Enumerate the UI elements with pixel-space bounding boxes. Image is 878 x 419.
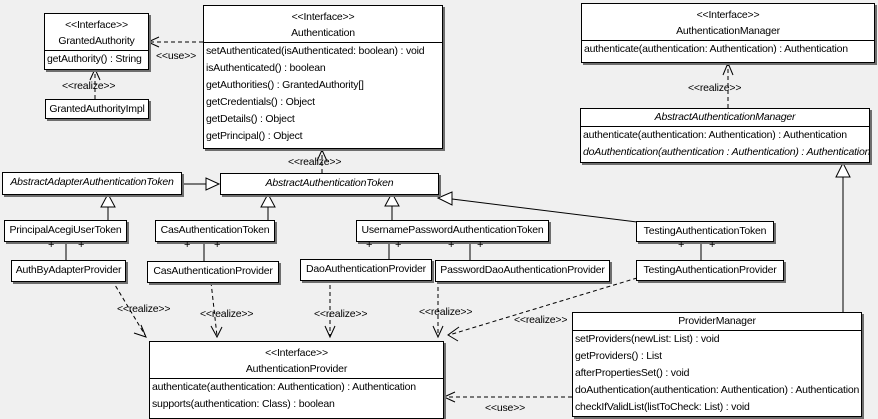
class-method: getPrincipal() : Object	[206, 130, 303, 142]
class-granted-authority-impl: GrantedAuthorityImpl	[45, 99, 149, 119]
arrowhead-use-authenticationprovider	[442, 391, 456, 403]
class-method: doAuthentication(authentication : Authen…	[583, 146, 869, 158]
class-name: AuthByAdapterProvider	[15, 264, 122, 276]
class-name: AbstractAuthenticationToken	[265, 177, 394, 189]
class-method: isAuthenticated() : boolean	[206, 62, 326, 74]
class-name: AuthenticationProvider	[245, 363, 348, 375]
class-principal-acegi-user-token: PrincipalAcegiUserToken	[4, 220, 127, 242]
class-method: authenticate(authentication: Authenticat…	[152, 381, 416, 393]
arrowhead-realize-authprovider-5	[447, 326, 460, 342]
class-auth-by-adapter-provider: AuthByAdapterProvider	[11, 260, 126, 282]
realize-label: <<realize>>	[419, 306, 473, 318]
class-name: AbstractAuthenticationManager	[654, 111, 796, 123]
class-password-dao-authentication-provider: PasswordDaoAuthenticationProvider	[435, 260, 610, 282]
class-stereotype: <<Interface>>	[291, 11, 355, 23]
edge-realize-testingauthenticationprovider	[448, 277, 638, 336]
multiplicity-plus: +	[477, 239, 484, 251]
class-provider-manager: ProviderManager setProviders(newList: Li…	[572, 312, 862, 417]
class-method: authenticate(authentication: Authenticat…	[583, 129, 847, 141]
class-method: getDetails() : Object	[206, 113, 295, 125]
multiplicity-plus: +	[678, 239, 685, 251]
class-stereotype: <<Interface>>	[265, 347, 328, 359]
class-method: getAuthority() : String	[47, 53, 142, 65]
class-abstract-authentication-manager: AbstractAuthenticationManager authentica…	[580, 108, 870, 163]
class-cas-authentication-token: CasAuthenticationToken	[155, 220, 275, 242]
edge-generalization-casauthenticationtoken	[260, 192, 276, 220]
class-testing-authentication-token: TestingAuthenticationToken	[636, 221, 774, 242]
class-testing-authentication-provider: TestingAuthenticationProvider	[636, 260, 784, 281]
class-method: setProviders(newList: List) : void	[575, 333, 720, 345]
edge-generalization-abstractadapter-to-abstracttoken	[180, 177, 221, 191]
multiplicity-plus: +	[78, 239, 85, 251]
class-name: TestingAuthenticationToken	[643, 225, 767, 237]
class-abstract-authentication-token: AbstractAuthenticationToken	[220, 173, 439, 195]
multiplicity-plus: +	[448, 239, 455, 251]
edge-realize-authbyadapterprovider	[111, 279, 146, 336]
class-name: AuthenticationManager	[676, 25, 780, 37]
class-name: Authentication	[291, 27, 355, 39]
edge-generalization-usernamepasswordtoken	[384, 191, 400, 220]
class-granted-authority: <<Interface>> GrantedAuthority getAuthor…	[44, 13, 149, 70]
realize-label: <<realize>>	[288, 156, 342, 168]
multiplicity-plus: +	[214, 239, 221, 251]
class-name: ProviderManager	[678, 315, 756, 327]
class-name: UsernamePasswordAuthenticationToken	[361, 224, 544, 236]
class-stereotype: <<Interface>>	[65, 19, 128, 31]
multiplicity-plus: +	[366, 239, 373, 251]
class-authentication: <<Interface>> Authentication setAuthenti…	[203, 5, 443, 149]
class-method: supports(authentication: Class) : boolea…	[152, 398, 335, 410]
realize-label: <<realize>>	[200, 308, 254, 320]
edge-generalization-principalacegiusertoken	[100, 192, 116, 220]
class-authentication-manager: <<Interface>> AuthenticationManager auth…	[581, 3, 875, 63]
multiplicity-plus: +	[709, 239, 716, 251]
multiplicity-plus: +	[48, 239, 55, 251]
class-method: checkIfValidList(listToCheck: List) : vo…	[575, 401, 750, 413]
class-name: GrantedAuthorityImpl	[49, 103, 145, 115]
class-method: doAuthentication(authentication: Authent…	[575, 384, 860, 396]
edge-realize-casauthenticationprovider	[210, 281, 218, 337]
arrowhead-realize-authentication	[316, 148, 328, 162]
realize-label: <<realize>>	[117, 303, 171, 315]
realize-label: <<realize>>	[514, 314, 568, 326]
class-name: GrantedAuthority	[58, 35, 135, 47]
class-method: getAuthorities() : GrantedAuthority[]	[206, 79, 364, 91]
multiplicity-plus: +	[184, 239, 191, 251]
realize-label: <<realize>>	[62, 80, 116, 92]
edge-generalization-providermanager	[835, 161, 851, 312]
class-name: CasAuthenticationProvider	[153, 265, 273, 277]
multiplicity-plus: +	[395, 239, 402, 251]
class-name: CasAuthenticationToken	[160, 224, 270, 236]
realize-label: <<realize>>	[688, 82, 742, 94]
class-authentication-provider: <<Interface>> AuthenticationProvider aut…	[149, 341, 444, 419]
use-label: <<use>>	[485, 402, 526, 414]
arrowhead-realize-authprovider-2	[210, 325, 223, 339]
arrowhead-realize-authenticationmanager	[722, 61, 734, 76]
arrowhead-realize-authprovider-4	[432, 325, 444, 339]
class-abstract-adapter-authentication-token: AbstractAdapterAuthenticationToken	[2, 172, 182, 195]
class-name: PasswordDaoAuthenticationProvider	[440, 264, 605, 276]
class-method: getCredentials() : Object	[206, 96, 315, 108]
class-cas-authentication-provider: CasAuthenticationProvider	[147, 261, 279, 283]
edge-generalization-testingauthenticationtoken	[436, 191, 638, 223]
use-label: <<use>>	[156, 50, 197, 62]
class-method: getProviders() : List	[575, 350, 662, 362]
class-username-password-authentication-token: UsernamePasswordAuthenticationToken	[356, 220, 549, 242]
class-method: setAuthenticated(isAuthenticated: boolea…	[206, 45, 425, 57]
realize-label: <<realize>>	[314, 308, 368, 320]
class-name: TestingAuthenticationProvider	[643, 264, 777, 276]
class-method: authenticate(authentication: Authenticat…	[584, 43, 848, 55]
class-stereotype: <<Interface>>	[696, 9, 760, 21]
class-dao-authentication-provider: DaoAuthenticationProvider	[300, 259, 432, 281]
arrowhead-realize-authprovider-1	[133, 324, 147, 338]
class-name: PrincipalAcegiUserToken	[9, 224, 122, 236]
arrowhead-realize-authprovider-3	[324, 325, 336, 339]
class-name: AbstractAdapterAuthenticationToken	[10, 176, 174, 188]
class-name: DaoAuthenticationProvider	[306, 263, 426, 275]
class-method: afterPropertiesSet() : void	[575, 367, 690, 379]
